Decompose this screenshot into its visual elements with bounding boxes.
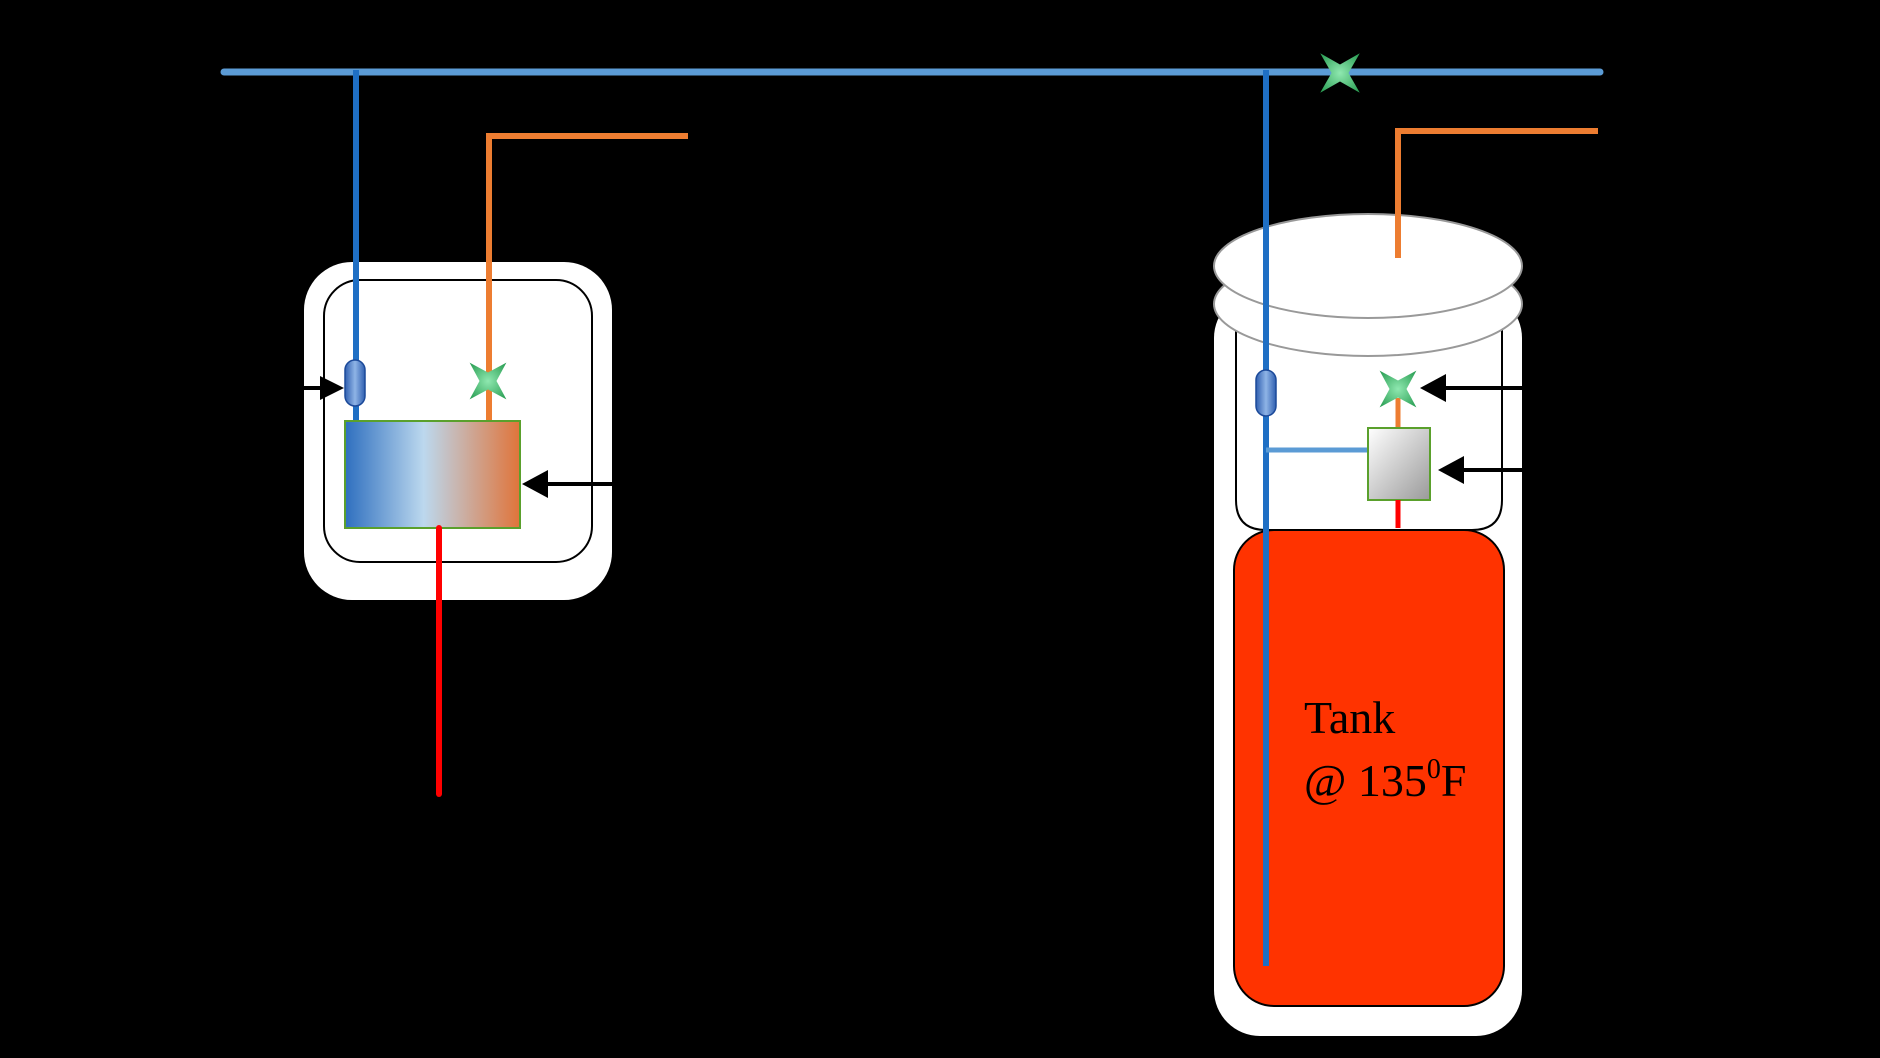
tankless-hot-water-pipe (486, 133, 688, 420)
mixing-valve-box (1367, 427, 1431, 501)
flow-sensor-icon (1255, 369, 1277, 417)
valve-marker-icon (469, 362, 507, 400)
flow-sensor-icon (344, 359, 366, 407)
tank-hot-water-pipe (1395, 128, 1598, 258)
heat-exchanger (344, 420, 521, 529)
tank-label-line2: @ 1350F (1304, 754, 1466, 806)
callout-arrow-icon (1438, 456, 1522, 484)
tank-label-line1: Tank (1304, 692, 1395, 743)
valve-marker-icon (1320, 53, 1360, 93)
callout-arrow-icon (1420, 374, 1522, 402)
tank-lid-upper (1213, 213, 1523, 319)
storage-tank-heater-unit: Tank @ 1350F (1213, 70, 1598, 1036)
tank-water (1233, 529, 1505, 1007)
callout-arrow-icon (522, 470, 612, 498)
tankless-heater-unit (304, 70, 688, 797)
valve-marker-icon (1379, 370, 1417, 408)
callout-arrow-icon (304, 376, 344, 400)
